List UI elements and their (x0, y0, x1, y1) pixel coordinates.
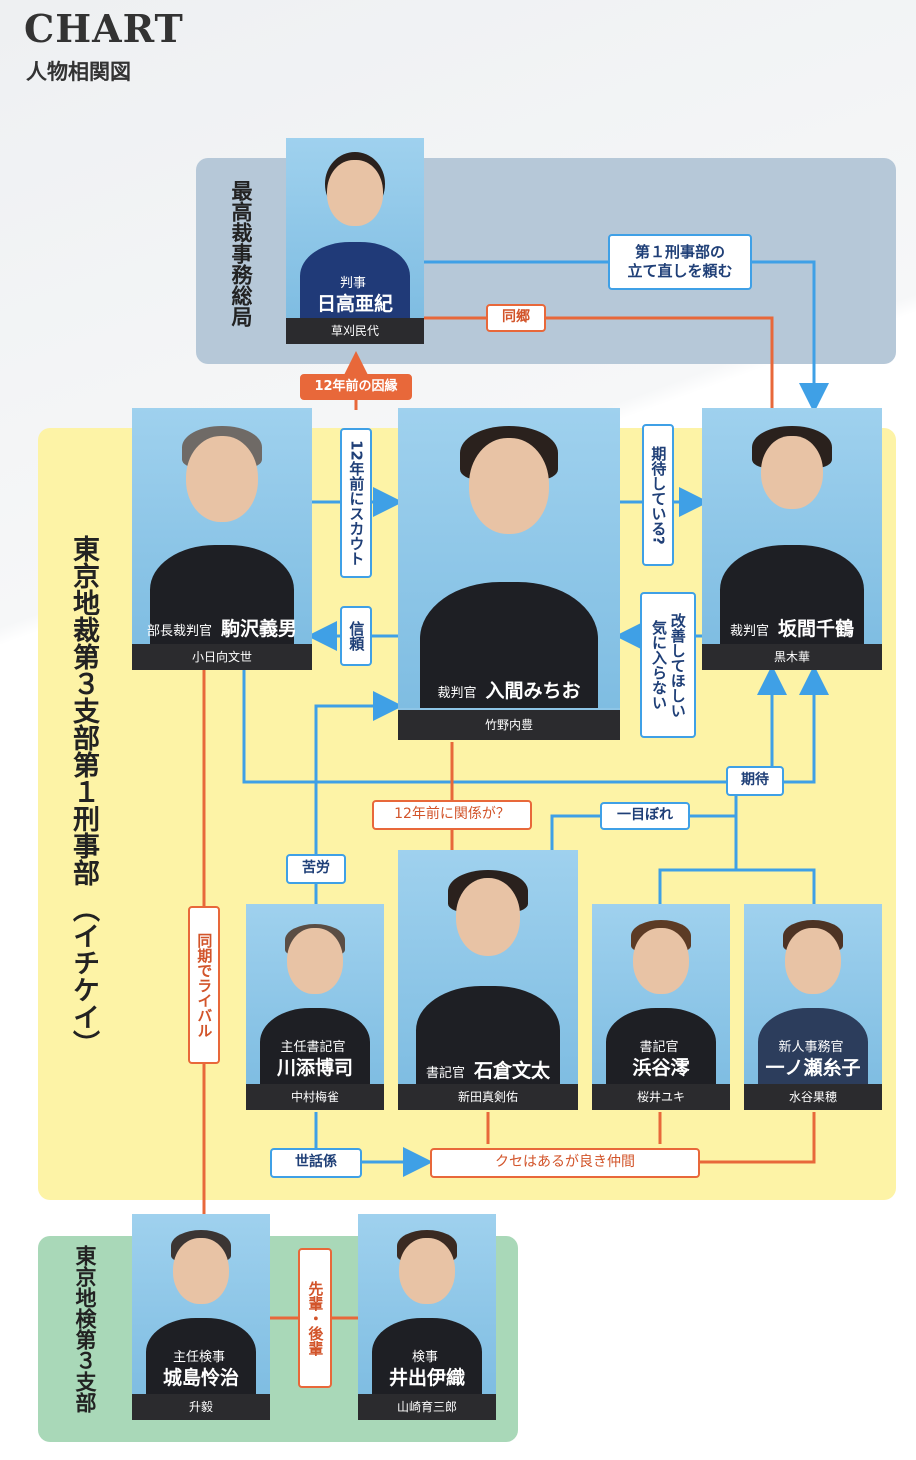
chart-subtitle: 人物相関図 (26, 60, 131, 84)
name-hidaka: 日高亜紀 (316, 293, 393, 315)
name-ichinose: 一ノ瀬糸子 (765, 1057, 861, 1079)
relation-good-friends: クセはあるが良き仲間 (430, 1148, 700, 1178)
relation-expect: 期待 (726, 766, 784, 796)
actor-komazawa: 小日向文世 (132, 644, 312, 670)
actor-ichinose: 水谷果穂 (744, 1084, 882, 1110)
name-kawazoe: 川添博司 (276, 1057, 353, 1079)
card-hidaka[interactable]: 判事 日高亜紀 草刈民代 (286, 138, 424, 344)
district-court-label: 東京地裁第３支部第１刑事部 （イチケイ） (68, 535, 99, 1058)
portrait-ide (358, 1214, 496, 1394)
card-jojima[interactable]: 主任検事 城島怜治 升毅 (132, 1214, 270, 1420)
relation-trouble: 苦労 (286, 854, 346, 884)
relation-fate-12: 12年前の因縁 (300, 374, 412, 400)
relation-caretaker: 世話係 (270, 1148, 362, 1178)
portrait-komazawa (132, 408, 312, 644)
portrait-ichinose (744, 904, 882, 1084)
relation-expect-q: 期待している? (642, 424, 674, 566)
actor-kawazoe: 中村梅雀 (246, 1084, 384, 1110)
name-sakama: 坂間千鶴 (778, 618, 855, 640)
portrait-sakama (702, 408, 882, 644)
relation-improve: 改善してほしい 気に入らない (640, 592, 696, 738)
actor-ishikura: 新田真剣佑 (398, 1084, 578, 1110)
role-ide: 検事 (411, 1350, 438, 1365)
name-iruma: 入間みちお (485, 680, 581, 702)
role-sakama: 裁判官 (729, 624, 769, 639)
relation-senpai: 先輩・後輩 (298, 1248, 332, 1388)
relation-rival: 同期でライバル (188, 906, 220, 1064)
card-kawazoe[interactable]: 主任書記官 川添博司 中村梅雀 (246, 904, 384, 1110)
line-rebuild (424, 260, 829, 413)
card-komazawa[interactable]: 部長裁判官 駒沢義男 小日向文世 (132, 408, 312, 670)
name-ide: 井出伊織 (388, 1367, 465, 1389)
actor-hamaya: 桜井ユキ (592, 1084, 730, 1110)
line-friends (486, 1112, 816, 1164)
line-trouble (314, 691, 403, 904)
role-ichinose: 新人事務官 (778, 1040, 844, 1055)
portrait-jojima (132, 1214, 270, 1394)
portrait-ishikura (398, 850, 578, 1084)
portrait-kawazoe (246, 904, 384, 1084)
role-jojima: 主任検事 (172, 1350, 225, 1365)
relation-trust: 信頼 (340, 606, 372, 666)
role-kawazoe: 主任書記官 (280, 1040, 346, 1055)
card-sakama[interactable]: 裁判官 坂間千鶴 黒木華 (702, 408, 882, 670)
name-ishikura: 石倉文太 (474, 1060, 551, 1082)
actor-iruma: 竹野内豊 (398, 710, 620, 740)
line-hometown (424, 316, 774, 408)
portrait-hamaya (592, 904, 730, 1084)
card-ide[interactable]: 検事 井出伊織 山崎育三郎 (358, 1214, 496, 1420)
relation-rebuild: 第１刑事部の 立て直しを頼む (608, 234, 752, 290)
prosecutors-label: 東京地検第３支部 (73, 1245, 98, 1413)
role-iruma: 裁判官 (437, 686, 477, 701)
card-iruma[interactable]: 裁判官 入間みちお 竹野内豊 (398, 408, 620, 740)
relation-hometown: 同郷 (486, 304, 546, 332)
actor-hidaka: 草刈民代 (286, 318, 424, 344)
actor-jojima: 升毅 (132, 1394, 270, 1420)
name-komazawa: 駒沢義男 (221, 618, 298, 640)
actor-sakama: 黒木華 (702, 644, 882, 670)
line-team-top (658, 868, 816, 904)
relation-scout: 12年前にスカウト (340, 428, 372, 578)
relation-crush: 一目ぼれ (600, 802, 690, 830)
relation-related-12: 12年前に関係が？ (372, 800, 532, 830)
actor-ide: 山崎育三郎 (358, 1394, 496, 1420)
card-ishikura[interactable]: 書記官 石倉文太 新田真剣佑 (398, 850, 578, 1110)
role-hamaya: 書記官 (639, 1040, 679, 1055)
role-ishikura: 書記官 (425, 1066, 465, 1081)
name-jojima: 城島怜治 (162, 1367, 239, 1389)
portrait-hidaka (286, 138, 424, 318)
portrait-iruma (398, 408, 620, 708)
supreme-court-label: 最高裁事務総局 (229, 180, 254, 327)
name-hamaya: 浜谷澪 (632, 1057, 690, 1079)
card-hamaya[interactable]: 書記官 浜谷澪 桜井ユキ (592, 904, 730, 1110)
role-hidaka: 判事 (339, 276, 366, 291)
card-ichinose[interactable]: 新人事務官 一ノ瀬糸子 水谷果穂 (744, 904, 882, 1110)
chart-title: CHART (24, 6, 184, 51)
role-komazawa: 部長裁判官 (146, 624, 212, 639)
line-expect (242, 665, 829, 784)
